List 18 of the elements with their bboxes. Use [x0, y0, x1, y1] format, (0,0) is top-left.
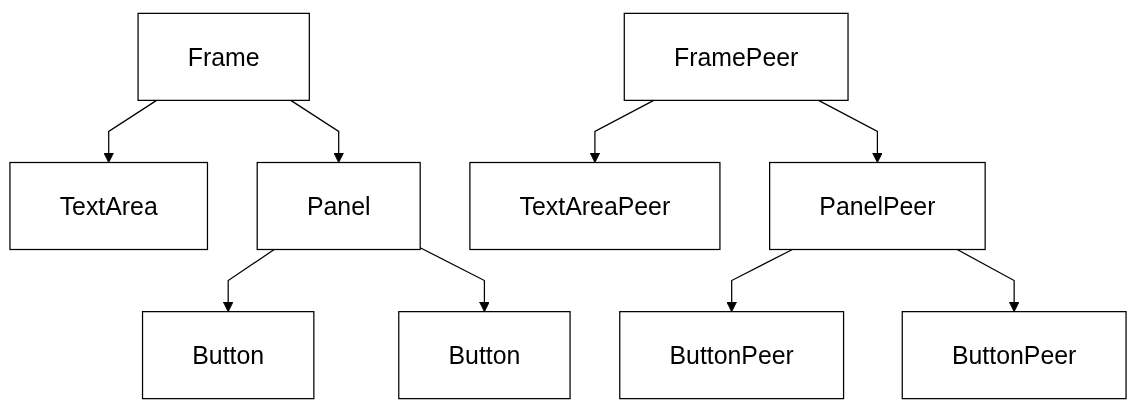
arrow: [817, 99, 883, 163]
arrow: [103, 99, 158, 163]
arrow: [956, 248, 1020, 313]
node-box: TextArea: [9, 161, 209, 251]
arrow: [726, 248, 793, 313]
arrow: [290, 99, 345, 163]
node-box: ButtonPeer: [901, 311, 1127, 400]
arrow: [222, 248, 275, 313]
node-box: FramePeer: [623, 12, 849, 101]
node-box: Frame: [137, 12, 310, 101]
arrow: [419, 247, 490, 313]
arrow: [589, 99, 655, 163]
node-box: TextAreaPeer: [469, 161, 721, 251]
node-box: Button: [141, 311, 315, 400]
node-box: Button: [398, 311, 571, 400]
node-box: ButtonPeer: [619, 311, 845, 400]
node-box: PanelPeer: [769, 161, 986, 251]
node-box: Panel: [256, 161, 421, 251]
